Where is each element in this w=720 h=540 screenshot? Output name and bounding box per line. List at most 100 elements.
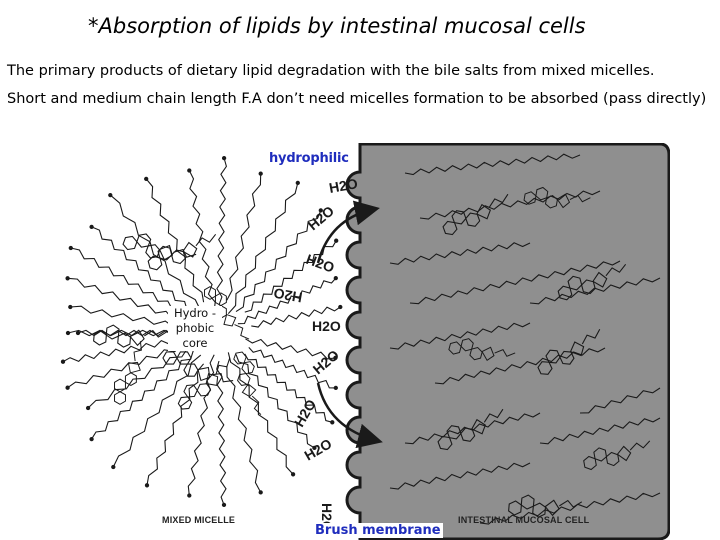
fatty-acid-chain [226, 173, 262, 301]
fatty-acid-chain [226, 365, 262, 493]
water-label: H2O [272, 285, 303, 306]
brush-membrane-callout: Brush membrane [313, 523, 443, 538]
hydrophilic-callout: hydrophilic [268, 151, 350, 166]
fatty-acid-chain [389, 462, 531, 490]
polar-head [68, 245, 73, 251]
fatty-acid-chain [109, 194, 202, 312]
steroid-ring [508, 494, 583, 518]
steroid-ring [147, 233, 217, 271]
fatty-acid-chain [70, 247, 190, 317]
fatty-acid-chain [409, 260, 621, 305]
steroid-ring [437, 408, 504, 451]
steroid-ring [523, 186, 591, 209]
polar-head [333, 275, 338, 281]
polar-head [258, 490, 263, 495]
steroid-ring [233, 351, 262, 415]
fatty-acid-chain [145, 178, 205, 303]
polar-head [111, 464, 116, 470]
micelle-lipid-chains [60, 155, 343, 508]
polar-head [187, 168, 192, 173]
polar-head [187, 493, 192, 498]
fatty-acid-chain [248, 347, 336, 389]
polar-head [65, 385, 70, 390]
steroid-ring [204, 286, 250, 340]
water-label: H2O [328, 175, 359, 196]
core-line-1: Hydro - [173, 306, 217, 320]
fatty-acid-chain [188, 170, 216, 312]
polar-head [65, 330, 71, 336]
polar-head [333, 355, 338, 361]
polar-head [144, 483, 150, 488]
fatty-acid-chain [579, 387, 661, 414]
fatty-acid-chain [227, 182, 299, 314]
fatty-acid-chain [404, 153, 581, 176]
polar-head [334, 238, 339, 243]
polar-head [144, 176, 149, 182]
fatty-acid-chain [389, 242, 531, 265]
fatty-acid-chain [227, 352, 294, 475]
fatty-acid-chain [251, 306, 341, 328]
steroid-ring [557, 263, 627, 301]
polar-head [333, 385, 338, 391]
fatty-acid-chain [112, 354, 202, 468]
uptake-arrow-lower [316, 382, 383, 449]
fatty-acid-chain [419, 190, 601, 220]
fatty-acid-chain [245, 338, 336, 360]
polar-head [65, 276, 70, 281]
fatty-acid-chain [389, 322, 531, 350]
polar-head [312, 445, 317, 451]
cell-lipid-molecules [389, 153, 661, 525]
fatty-acid-chain [216, 157, 227, 306]
fatty-acid-chain [216, 360, 227, 506]
intestinal-cell-label: INTESTINAL MUCOSAL CELL [458, 515, 590, 525]
fatty-acid-chain [235, 210, 322, 313]
uptake-arrow-upper [316, 200, 380, 264]
polar-head [85, 405, 91, 411]
fatty-acid-chain [434, 347, 606, 385]
steroid-ring [177, 357, 231, 410]
fatty-acid-chain [87, 343, 200, 409]
polar-head [221, 502, 227, 508]
water-label: H2O [312, 318, 341, 334]
polar-head [89, 224, 94, 230]
fatty-acid-chain [539, 417, 661, 445]
polar-head [68, 304, 73, 310]
fatty-acid-chain [244, 353, 333, 423]
polar-head [108, 192, 113, 198]
polar-head [75, 330, 81, 336]
steroid-ring [537, 328, 601, 375]
water-label: H2O [305, 202, 337, 233]
fatty-acid-chain [237, 277, 337, 325]
mixed-micelle-label: MIXED MICELLE [162, 515, 236, 525]
water-label: H2O [302, 435, 335, 463]
fatty-acid-chain [91, 226, 202, 320]
core-line-2: phobic [175, 321, 215, 335]
slide-title: *Absorption of lipids by intestinal muco… [88, 14, 586, 38]
polar-head [338, 304, 343, 310]
water-label: H2O [291, 396, 319, 429]
steroid-ring [583, 440, 651, 471]
water-label: H2O [310, 346, 342, 377]
polar-head [318, 208, 323, 213]
fatty-acid-chain [146, 363, 205, 486]
steroid-ring [442, 193, 509, 236]
polar-head [330, 420, 335, 425]
hydrophobic-core-callout: Hydro - phobic core [168, 306, 222, 351]
polar-head [290, 472, 296, 477]
steroid-ring [448, 338, 516, 362]
fatty-acid-chain [235, 354, 315, 449]
polar-head [295, 180, 300, 186]
polar-head [60, 359, 66, 364]
fatty-acid-chain [479, 492, 661, 525]
fatty-acid-chain [62, 337, 185, 363]
fatty-acid-chain [244, 240, 337, 313]
paragraph-short-chain-fa: Short and medium chain length F.A don’t … [7, 91, 707, 107]
polar-head [221, 155, 227, 161]
paragraph-mixed-micelles: The primary products of dietary lipid de… [7, 63, 655, 79]
polar-head [89, 436, 94, 442]
fatty-acid-chain [91, 346, 202, 440]
steroid-ring [93, 324, 168, 348]
core-line-3: core [182, 336, 208, 350]
